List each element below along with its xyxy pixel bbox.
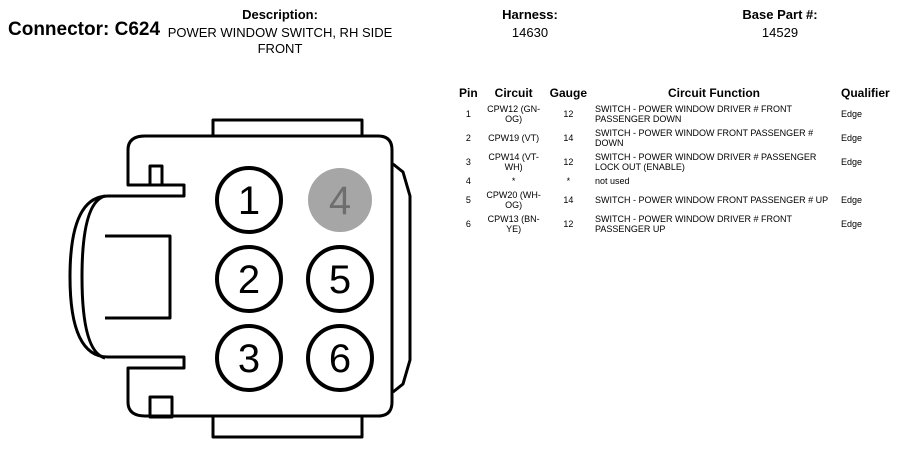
- cell-gauge: 14: [563, 133, 574, 143]
- cell-function: SWITCH - POWER WINDOW DRIVER # PASSENGER…: [595, 152, 817, 172]
- cell-circuit: *: [511, 176, 516, 186]
- connector-bottom-tab: [211, 416, 364, 439]
- connector-latch-arc: [80, 194, 106, 360]
- table-row: 5 CPW20 (WH-OG) 14 SWITCH - POWER WINDOW…: [455, 188, 894, 212]
- pin-cavity-2: [215, 245, 283, 313]
- description-header: Description:: [242, 7, 318, 22]
- cell-circuit: CPW12 (GN-OG): [487, 104, 541, 124]
- cell-function: SWITCH - POWER WINDOW FRONT PASSENGER # …: [595, 128, 814, 148]
- cell-pin: 1: [465, 109, 471, 119]
- pin-cavity-6: [306, 324, 374, 392]
- cell-pin: 5: [465, 195, 471, 205]
- header-qualifier: Qualifier: [841, 86, 890, 100]
- cell-qualifier: Edge: [841, 219, 863, 229]
- connector-right-rail: [392, 162, 412, 394]
- harness-value: 14630: [511, 25, 549, 40]
- connector-top-tab: [211, 118, 364, 136]
- pin-cavity-1: [215, 166, 283, 234]
- cell-function: not used: [595, 176, 630, 186]
- cell-pin: 2: [465, 133, 471, 143]
- pin-table: Pin Circuit Gauge Circuit Function Quali…: [455, 86, 894, 236]
- cell-circuit: CPW19 (VT): [488, 133, 540, 143]
- pin-cavity-3: [215, 324, 283, 392]
- pin-label-3: 3: [238, 337, 260, 381]
- cell-circuit: CPW14 (VT-WH): [488, 152, 539, 172]
- cell-circuit: CPW20 (WH-OG): [486, 190, 541, 210]
- cell-circuit: CPW13 (BN-YE): [487, 214, 540, 234]
- connector-latch-box: [105, 234, 172, 320]
- cell-qualifier: [837, 174, 894, 188]
- table-row: 3 CPW14 (VT-WH) 12 SWITCH - POWER WINDOW…: [455, 150, 894, 174]
- pin-label-5: 5: [329, 258, 351, 302]
- cell-pin: 4: [465, 176, 471, 186]
- table-row: 6 CPW13 (BN-YE) 12 SWITCH - POWER WINDOW…: [455, 212, 894, 236]
- description-value: POWER WINDOW SWITCH, RH SIDE FRONT: [167, 25, 393, 56]
- connector-label: Connector: C624: [8, 19, 161, 40]
- pin-label-4: 4: [329, 179, 351, 223]
- cell-qualifier: Edge: [841, 133, 863, 143]
- cell-gauge: 14: [563, 195, 574, 205]
- table-row: 4 * * not used: [455, 174, 894, 188]
- cell-function: SWITCH - POWER WINDOW DRIVER # FRONT PAS…: [595, 214, 792, 234]
- connector-key-top: [148, 164, 164, 187]
- cell-pin: 3: [465, 157, 471, 167]
- cell-qualifier: Edge: [841, 195, 863, 205]
- base-part-value: 14529: [761, 25, 799, 40]
- header-circuit: Circuit: [494, 86, 533, 100]
- table-row: 1 CPW12 (GN-OG) 12 SWITCH - POWER WINDOW…: [455, 102, 894, 126]
- cell-gauge: *: [566, 176, 571, 186]
- pin-label-1: 1: [238, 179, 260, 223]
- pin-table-header-row: Pin Circuit Gauge Circuit Function Quali…: [455, 86, 894, 102]
- base-part-header: Base Part #:: [742, 7, 818, 22]
- harness-header: Harness:: [502, 7, 558, 22]
- cell-function: SWITCH - POWER WINDOW DRIVER # FRONT PAS…: [595, 104, 792, 124]
- cell-pin: 6: [465, 219, 471, 229]
- cell-qualifier: Edge: [841, 157, 863, 167]
- cell-qualifier: Edge: [841, 109, 863, 119]
- cell-gauge: 12: [563, 109, 574, 119]
- cell-function: SWITCH - POWER WINDOW FRONT PASSENGER # …: [595, 195, 829, 205]
- cell-gauge: 12: [563, 157, 574, 167]
- header-gauge: Gauge: [549, 86, 588, 100]
- header-circuit-function: Circuit Function: [668, 86, 761, 100]
- table-row: 2 CPW19 (VT) 14 SWITCH - POWER WINDOW FR…: [455, 126, 894, 150]
- pin-cavity-4: [308, 168, 372, 232]
- header-pin: Pin: [459, 86, 478, 100]
- pin-label-2: 2: [238, 258, 260, 302]
- connector-key-bottom: [148, 395, 174, 419]
- cell-gauge: 12: [563, 219, 574, 229]
- pin-cavity-5: [306, 245, 374, 313]
- pin-label-6: 6: [329, 337, 351, 381]
